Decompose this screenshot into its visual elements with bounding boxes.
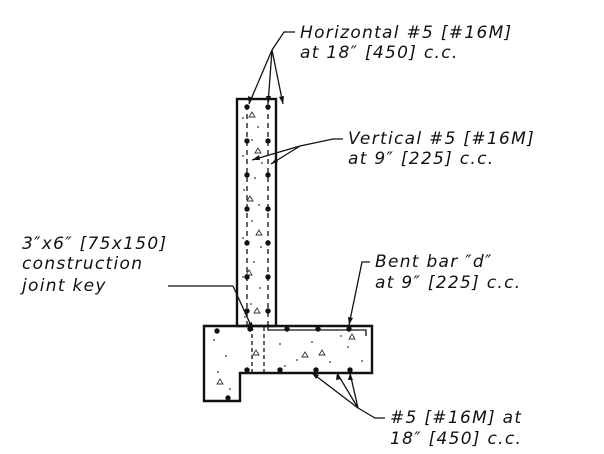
bent-bar-line1: Bent bar ″d″ [375,252,493,272]
vertical-bars-line2: at 9″ [225] c.c. [348,149,494,169]
footing [202,324,374,403]
wall-stem [235,97,278,328]
vertical-bar-leader [251,138,343,165]
bottom-bars-line1: #5 [#16M] at [390,408,522,428]
callout-bent-bar: Bent bar ″d″ at 9″ [225] c.c. [375,252,521,293]
callout-bottom-bars: #5 [#16M] at 18″ [450] c.c. [390,408,522,449]
footing-concrete-hatch [213,333,363,390]
joint-key-line2: construction [22,254,143,274]
stem-outline [235,97,278,328]
joint-key-leader [168,285,254,331]
horizontal-bar-leader [248,31,295,105]
callout-vertical-bars: Vertical #5 [#16M] at 9″ [225] c.c. [348,129,535,169]
stem-concrete-hatch [242,111,263,318]
vertical-bars-line1: Vertical #5 [#16M] [348,129,535,149]
callout-joint-key: 3″x6″ [75x150] construction joint key [20,234,167,296]
bent-bar-leader [348,261,370,326]
bottom-bars-line2: 18″ [450] c.c. [390,429,522,449]
bottom-bar-leader [311,372,385,419]
callout-horizontal-bars: Horizontal #5 [#16M] at 18″ [450] c.c. [300,23,512,63]
horizontal-bars-line2: at 18″ [450] c.c. [300,43,459,63]
joint-key-line1: 3″x6″ [75x150] [22,234,167,254]
stem-horizontal-bars [244,104,271,314]
joint-key-line3: joint key [20,276,107,296]
bent-bar-line2: at 9″ [225] c.c. [375,273,521,293]
bent-bar-d [267,325,367,336]
footing-bars [214,326,353,401]
horizontal-bars-line1: Horizontal #5 [#16M] [300,23,512,43]
